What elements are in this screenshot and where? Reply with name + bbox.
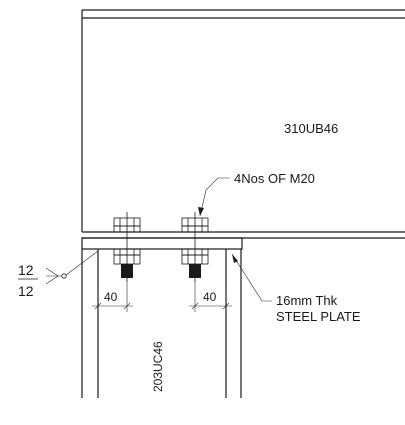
weld-arrow-line bbox=[65, 250, 99, 276]
bolt-leader-line bbox=[199, 177, 230, 217]
weld-size-bottom: 12 bbox=[18, 283, 34, 299]
weld-size-top: 12 bbox=[18, 262, 34, 278]
bolt-leader bbox=[198, 177, 230, 217]
column-label: 203UC46 bbox=[151, 341, 165, 392]
plate-outline bbox=[81, 237, 243, 250]
dimension-left bbox=[92, 282, 133, 312]
dim-right-value: 40 bbox=[203, 290, 217, 304]
plate-callout-line2: STEEL PLATE bbox=[276, 309, 361, 324]
dim-left-value: 40 bbox=[104, 290, 118, 304]
weld-all-around-circle bbox=[61, 273, 67, 279]
weld-fillet-triangle bbox=[45, 267, 59, 285]
beam-label: 310UB46 bbox=[284, 121, 338, 136]
bolt-leader-arrow bbox=[198, 207, 204, 216]
plate-leader-line bbox=[231, 253, 272, 302]
plate-callout-line1: 16mm Thk bbox=[276, 293, 338, 308]
steel-plate bbox=[81, 237, 243, 250]
beam bbox=[81, 9, 405, 239]
weld-symbol bbox=[45, 250, 99, 285]
plate-leader bbox=[231, 253, 272, 302]
bolt-1 bbox=[113, 212, 141, 282]
bolt-callout: 4Nos OF M20 bbox=[234, 171, 315, 186]
column bbox=[81, 249, 242, 398]
dimension-right bbox=[189, 282, 232, 312]
plate-leader-arrow bbox=[232, 254, 238, 263]
bolt-2 bbox=[181, 212, 209, 282]
